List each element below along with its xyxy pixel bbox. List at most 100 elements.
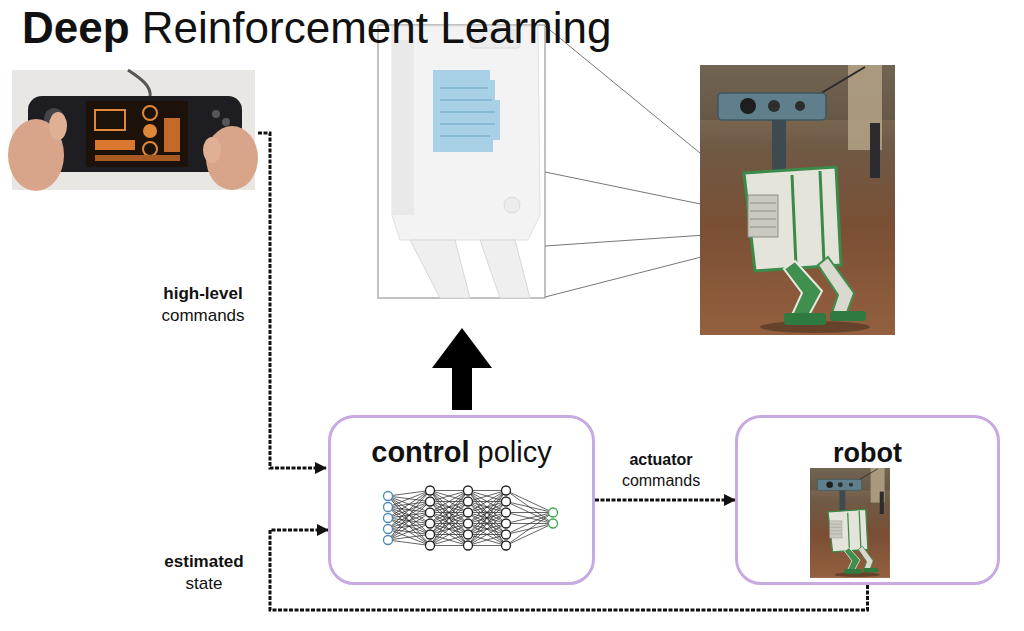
process-box: control policy <box>328 415 595 585</box>
left-thumb <box>49 112 67 140</box>
network-weight <box>468 491 506 546</box>
edge-label: actuator commands <box>620 450 702 492</box>
network-weight <box>430 491 468 546</box>
network-neuron <box>502 486 511 495</box>
network-weight <box>388 518 430 546</box>
device-screen <box>86 101 188 167</box>
network-weight <box>430 491 468 502</box>
node-title: robot <box>738 438 997 469</box>
network-weight <box>506 491 553 524</box>
inset-leg <box>480 240 530 298</box>
network-weight <box>430 491 468 546</box>
network-neuron <box>426 530 435 539</box>
network-weight <box>388 507 430 546</box>
network-weight <box>430 524 468 546</box>
handheld-controller-photo <box>8 70 258 191</box>
network-weight <box>430 491 468 502</box>
network-neuron <box>426 497 435 506</box>
cable <box>128 70 150 97</box>
screen-graphic <box>95 110 125 130</box>
network-weight <box>388 540 430 546</box>
network-neuron <box>464 486 473 495</box>
network-weight <box>430 535 468 546</box>
network-weight <box>430 491 468 513</box>
screen-graphic <box>143 106 157 120</box>
network-weight <box>506 502 553 524</box>
network-weight <box>468 535 506 546</box>
screen-graphic <box>164 118 180 152</box>
network-neuron <box>502 541 511 550</box>
network-neuron <box>502 497 511 506</box>
connector <box>595 499 735 502</box>
network-weight <box>388 496 430 546</box>
button <box>222 118 230 126</box>
network-weight <box>468 491 506 513</box>
network-weight <box>388 491 430 541</box>
connector <box>270 530 868 610</box>
network-neuron <box>549 519 558 528</box>
robot-photo <box>700 65 895 335</box>
network-weight <box>506 524 553 546</box>
network-neuron <box>549 508 558 517</box>
network-weight <box>506 513 553 546</box>
signal-label: high-level commands <box>159 283 246 327</box>
network-neuron <box>464 519 473 528</box>
network-neuron <box>384 514 393 523</box>
network-neuron <box>464 541 473 550</box>
network-weight <box>430 524 468 546</box>
network-neuron <box>384 492 393 501</box>
neural-network-icon <box>384 486 558 550</box>
chest-shade <box>392 40 414 215</box>
chest-detail <box>504 197 520 213</box>
robot-thumbnail <box>810 468 890 578</box>
network-neuron <box>502 530 511 539</box>
highlighted-compute-board <box>433 70 500 152</box>
inset-leg <box>410 240 470 298</box>
network-weight <box>468 491 506 502</box>
network-neuron <box>502 519 511 528</box>
network-weight <box>388 491 430 530</box>
network-weight <box>430 491 468 535</box>
command-line <box>258 133 326 468</box>
title: Deep Reinforcement Learning <box>22 4 611 52</box>
inset-frame <box>378 25 545 298</box>
node-title: control policy <box>331 436 592 469</box>
network-weight <box>468 524 506 546</box>
network-weight <box>468 513 506 546</box>
network-weight <box>430 513 468 546</box>
network-neuron <box>502 508 511 517</box>
network-neuron <box>464 530 473 539</box>
network-weight <box>468 491 506 502</box>
network-weight <box>388 535 430 541</box>
network-weight <box>468 545 506 546</box>
network-weight <box>430 535 468 546</box>
screen-graphic <box>95 140 135 150</box>
network-weight <box>388 491 430 519</box>
network-weight <box>468 491 506 535</box>
board-lines <box>440 88 495 136</box>
network-weight <box>430 502 468 546</box>
network-weight <box>506 513 553 524</box>
chest-shell <box>392 26 540 240</box>
network-weight <box>468 491 506 513</box>
network-weight <box>468 524 506 546</box>
screen-graphic <box>95 155 180 161</box>
network-neuron <box>464 497 473 506</box>
network-neuron <box>384 536 393 545</box>
network-weight <box>506 513 553 524</box>
screen-graphic <box>143 124 157 138</box>
network-weight <box>468 535 506 546</box>
network-neuron <box>426 486 435 495</box>
network-weight <box>430 545 468 546</box>
network-weight <box>430 490 468 491</box>
network-weight <box>506 513 553 535</box>
screen-graphic <box>143 142 157 156</box>
network-weight <box>388 502 430 541</box>
network-weight <box>506 512 553 513</box>
right-thumb <box>203 137 221 163</box>
network-neuron <box>384 503 393 512</box>
network-weight <box>430 502 468 546</box>
